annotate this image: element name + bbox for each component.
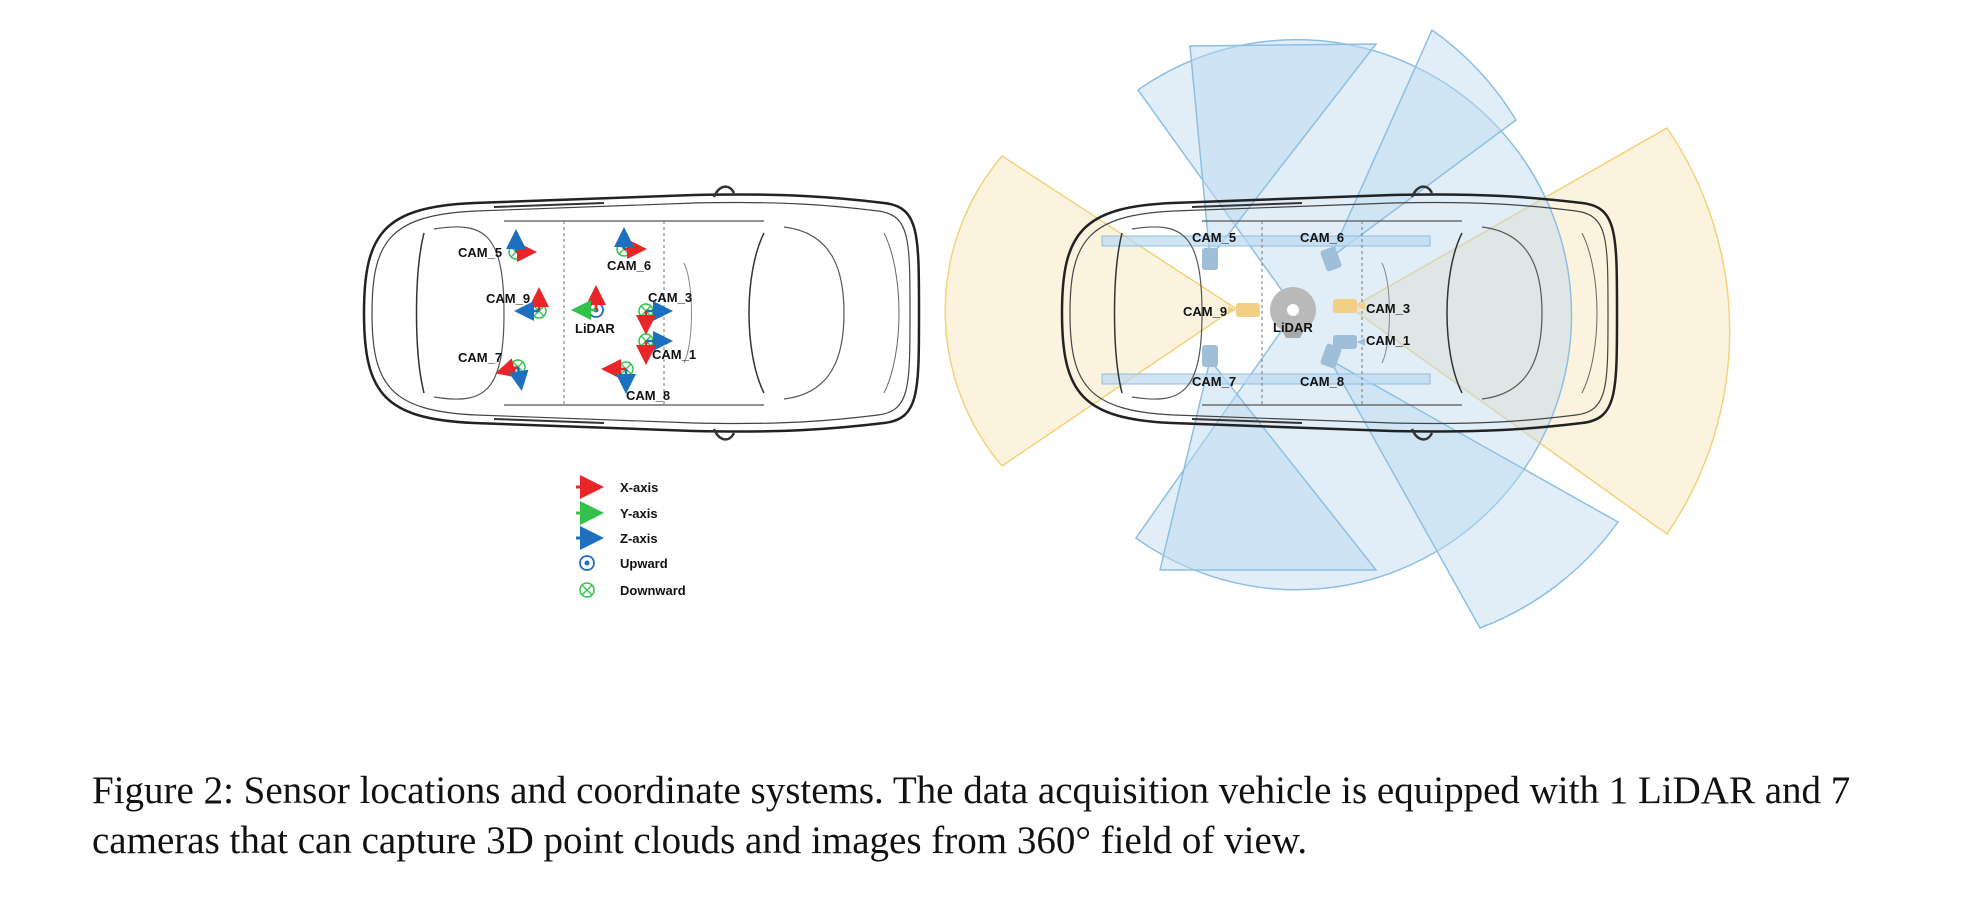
cam5-label: CAM_5: [458, 245, 502, 260]
cam3-fov: [1349, 127, 1731, 536]
cam6-axes: [614, 227, 647, 259]
lidar-icon: [1270, 287, 1316, 338]
right-car-diagram: LiDAR CAM_5 CAM_6 CAM_9 CAM_3 CAM_1 CAM_…: [944, 28, 1731, 629]
bottom-fov-band: [1101, 373, 1431, 385]
cam7-camera-icon: [1202, 345, 1218, 367]
cam6-fov: [1328, 28, 1517, 261]
top-fov-band: [1101, 235, 1431, 247]
cam8-axes: [601, 359, 636, 394]
cam9-fov: [944, 155, 1237, 467]
cam5-axes: [506, 229, 537, 262]
cam6-camera-icon: [1320, 246, 1342, 272]
cam8-fov: [1328, 358, 1620, 629]
cam9-label: CAM_9: [1183, 304, 1227, 319]
legend-z-axis: Z-axis: [620, 531, 658, 546]
legend: X-axis Y-axis Z-axis Upward Downward: [576, 475, 686, 598]
cam5-label: CAM_5: [1192, 230, 1236, 245]
cam9-axes: [514, 287, 549, 321]
cam7-label: CAM_7: [458, 350, 502, 365]
lidar-label: LiDAR: [575, 321, 615, 336]
legend-downward: Downward: [620, 583, 686, 598]
cam8-label: CAM_8: [626, 388, 670, 403]
lidar-label: LiDAR: [1273, 320, 1313, 335]
cam3-camera-icon: [1333, 299, 1357, 313]
cam7-axes: [495, 358, 529, 391]
cam3-label: CAM_3: [1366, 301, 1410, 316]
legend-y-axis: Y-axis: [620, 506, 658, 521]
cam3-label: CAM_3: [648, 290, 692, 305]
cam3-axes: [636, 301, 673, 335]
downward-icon: [579, 582, 595, 598]
cam9-label: CAM_9: [486, 291, 530, 306]
legend-x-axis: X-axis: [620, 480, 658, 495]
upward-icon: [579, 555, 595, 571]
legend-upward: Upward: [620, 556, 668, 571]
lidar-axes: [571, 285, 606, 320]
cam7-fov: [1159, 358, 1378, 571]
cam1-axes: [636, 331, 673, 365]
cam5-camera-icon: [1202, 248, 1218, 270]
cam1-label: CAM_1: [1366, 333, 1410, 348]
cam1-camera-icon: [1333, 335, 1357, 349]
left-car-diagram: CAM_5 CAM_6 CAM_9 LiDAR: [362, 185, 921, 441]
cam1-label: CAM_1: [652, 347, 696, 362]
cam6-label: CAM_6: [1300, 230, 1344, 245]
cam6-label: CAM_6: [607, 258, 651, 273]
cam7-label: CAM_7: [1192, 374, 1236, 389]
figure-caption: Figure 2: Sensor locations and coordinat…: [92, 769, 1851, 862]
cam8-label: CAM_8: [1300, 374, 1344, 389]
cam8-camera-icon: [1320, 343, 1342, 369]
cam9-camera-icon: [1236, 303, 1260, 317]
